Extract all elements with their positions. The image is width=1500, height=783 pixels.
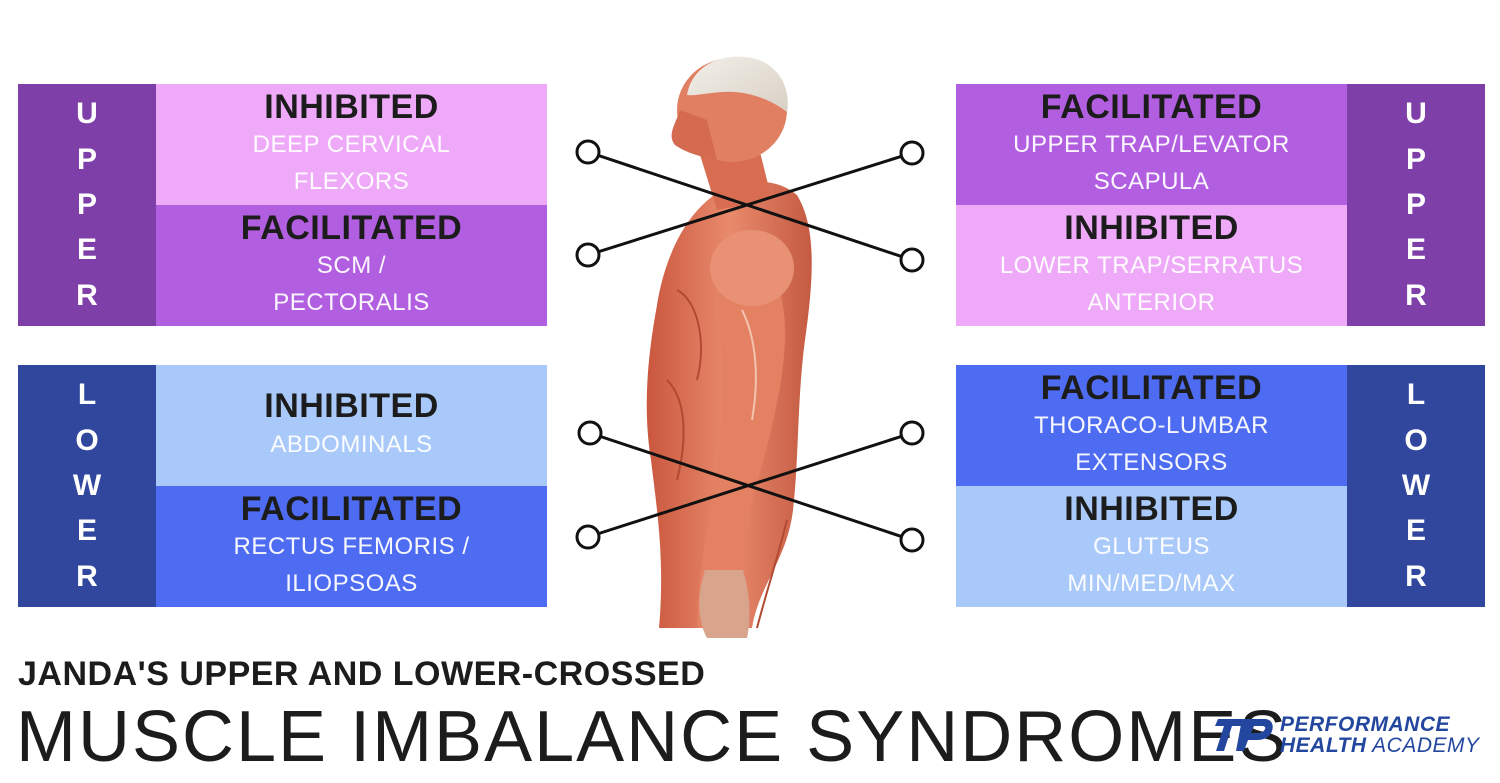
box-text: GLUTEUS	[1093, 533, 1210, 561]
muscle-line	[666, 379, 685, 481]
side-letter: P	[76, 142, 97, 176]
side-letter: E	[1405, 233, 1426, 267]
logo-line-2: HEALTH ACADEMY	[1280, 735, 1480, 756]
box-text: RECTUS FEMORIS /	[233, 533, 470, 561]
shoulder-shape	[710, 230, 794, 306]
side-letter: W	[72, 468, 102, 502]
node-circle	[899, 140, 925, 166]
logo-line-1: PERFORMANCE	[1280, 713, 1451, 736]
side-letter: O	[1404, 423, 1428, 457]
box-heading: FACILITATED	[240, 208, 463, 247]
logo-line-2-rest: ACADEMY	[1372, 734, 1480, 757]
performance-health-academy-logo: PERFORMANCE HEALTH ACADEMY	[1212, 714, 1480, 756]
side-letter: E	[76, 514, 97, 548]
side-letter: W	[1401, 468, 1431, 502]
box-heading: INHIBITED	[264, 387, 439, 426]
box-text: ILIOPSOAS	[285, 570, 418, 598]
node-circle	[575, 139, 601, 165]
box-text: PECTORALIS	[273, 289, 430, 317]
node-circle	[575, 242, 601, 268]
node-circle	[899, 420, 925, 446]
lower-cross-line-a	[589, 431, 913, 542]
side-letter: L	[77, 378, 97, 412]
upper-left-inhibited-box: INHIBITED DEEP CERVICAL FLEXORS	[156, 84, 547, 205]
side-letter: R	[1405, 278, 1427, 312]
muscle-anatomy-figure	[575, 56, 925, 638]
lower-cross-line-b	[587, 431, 913, 539]
node-circle	[899, 247, 925, 273]
box-heading: INHIBITED	[1064, 208, 1239, 247]
upper-cross-line-b	[587, 151, 913, 257]
side-letter: P	[76, 187, 97, 221]
node-circle	[577, 420, 603, 446]
upper-right-facilitated-box: FACILITATED UPPER TRAP/LEVATOR SCAPULA	[956, 84, 1347, 205]
lower-right-inhibited-box: INHIBITED GLUTEUS MIN/MED/MAX	[956, 486, 1347, 607]
upper-cross-line-a	[587, 150, 913, 262]
upper-right-inhibited-box: INHIBITED LOWER TRAP/SERRATUS ANTERIOR	[956, 205, 1347, 326]
box-text: MIN/MED/MAX	[1067, 570, 1236, 598]
lower-left-facilitated-box: FACILITATED RECTUS FEMORIS / ILIOPSOAS	[156, 486, 547, 607]
box-text: SCM /	[316, 252, 387, 280]
side-letter: U	[76, 97, 98, 131]
title-line-1: JANDA'S UPPER AND LOWER-CROSSED	[18, 655, 706, 693]
upper-right-side-label: U P P E R	[1347, 84, 1485, 326]
title-line-2: MUSCLE IMBALANCE SYNDROMES	[16, 697, 1289, 777]
box-text: ANTERIOR	[1087, 289, 1216, 317]
lower-left-side-label: L O W E R	[18, 365, 156, 607]
side-letter: E	[76, 233, 97, 267]
skull-cap	[687, 56, 788, 112]
muscle-line	[741, 309, 757, 421]
box-heading: FACILITATED	[1040, 87, 1263, 126]
side-letter: L	[1406, 378, 1426, 412]
box-text: LOWER TRAP/SERRATUS	[999, 252, 1304, 280]
box-text: DEEP CERVICAL	[252, 131, 451, 159]
lower-left-inhibited-box: INHIBITED ABDOMINALS	[156, 365, 547, 486]
side-letter: R	[76, 559, 98, 593]
face-shape	[671, 110, 717, 160]
side-letter: R	[1405, 559, 1427, 593]
muscle-line	[756, 519, 788, 629]
box-heading: INHIBITED	[1064, 489, 1239, 528]
side-letter: P	[1405, 187, 1426, 221]
side-letter: R	[76, 278, 98, 312]
box-heading: INHIBITED	[264, 87, 439, 126]
box-text: FLEXORS	[293, 168, 410, 196]
box-heading: FACILITATED	[1040, 368, 1263, 407]
pha-logo-icon	[1215, 719, 1273, 751]
upper-left-side-label: U P P E R	[18, 84, 156, 326]
upper-left-facilitated-box: FACILITATED SCM / PECTORALIS	[156, 205, 547, 326]
side-letter: P	[1405, 142, 1426, 176]
lower-right-facilitated-box: FACILITATED THORACO-LUMBAR EXTENSORS	[956, 365, 1347, 486]
side-letter: E	[1405, 514, 1426, 548]
box-heading: FACILITATED	[240, 489, 463, 528]
box-text: UPPER TRAP/LEVATOR	[1013, 131, 1290, 159]
logo-line-2-bold: HEALTH	[1280, 734, 1367, 757]
arm-shape	[697, 240, 786, 628]
lower-right-side-label: L O W E R	[1347, 365, 1485, 607]
hand-shape	[699, 570, 750, 638]
side-letter: O	[75, 423, 99, 457]
box-text: ABDOMINALS	[270, 430, 433, 458]
node-circle	[575, 524, 601, 550]
box-text: SCAPULA	[1093, 168, 1210, 196]
side-letter: U	[1405, 97, 1427, 131]
muscle-line	[676, 289, 702, 381]
box-text: EXTENSORS	[1075, 449, 1228, 477]
node-circle	[899, 527, 925, 553]
box-text: THORACO-LUMBAR	[1033, 412, 1269, 440]
